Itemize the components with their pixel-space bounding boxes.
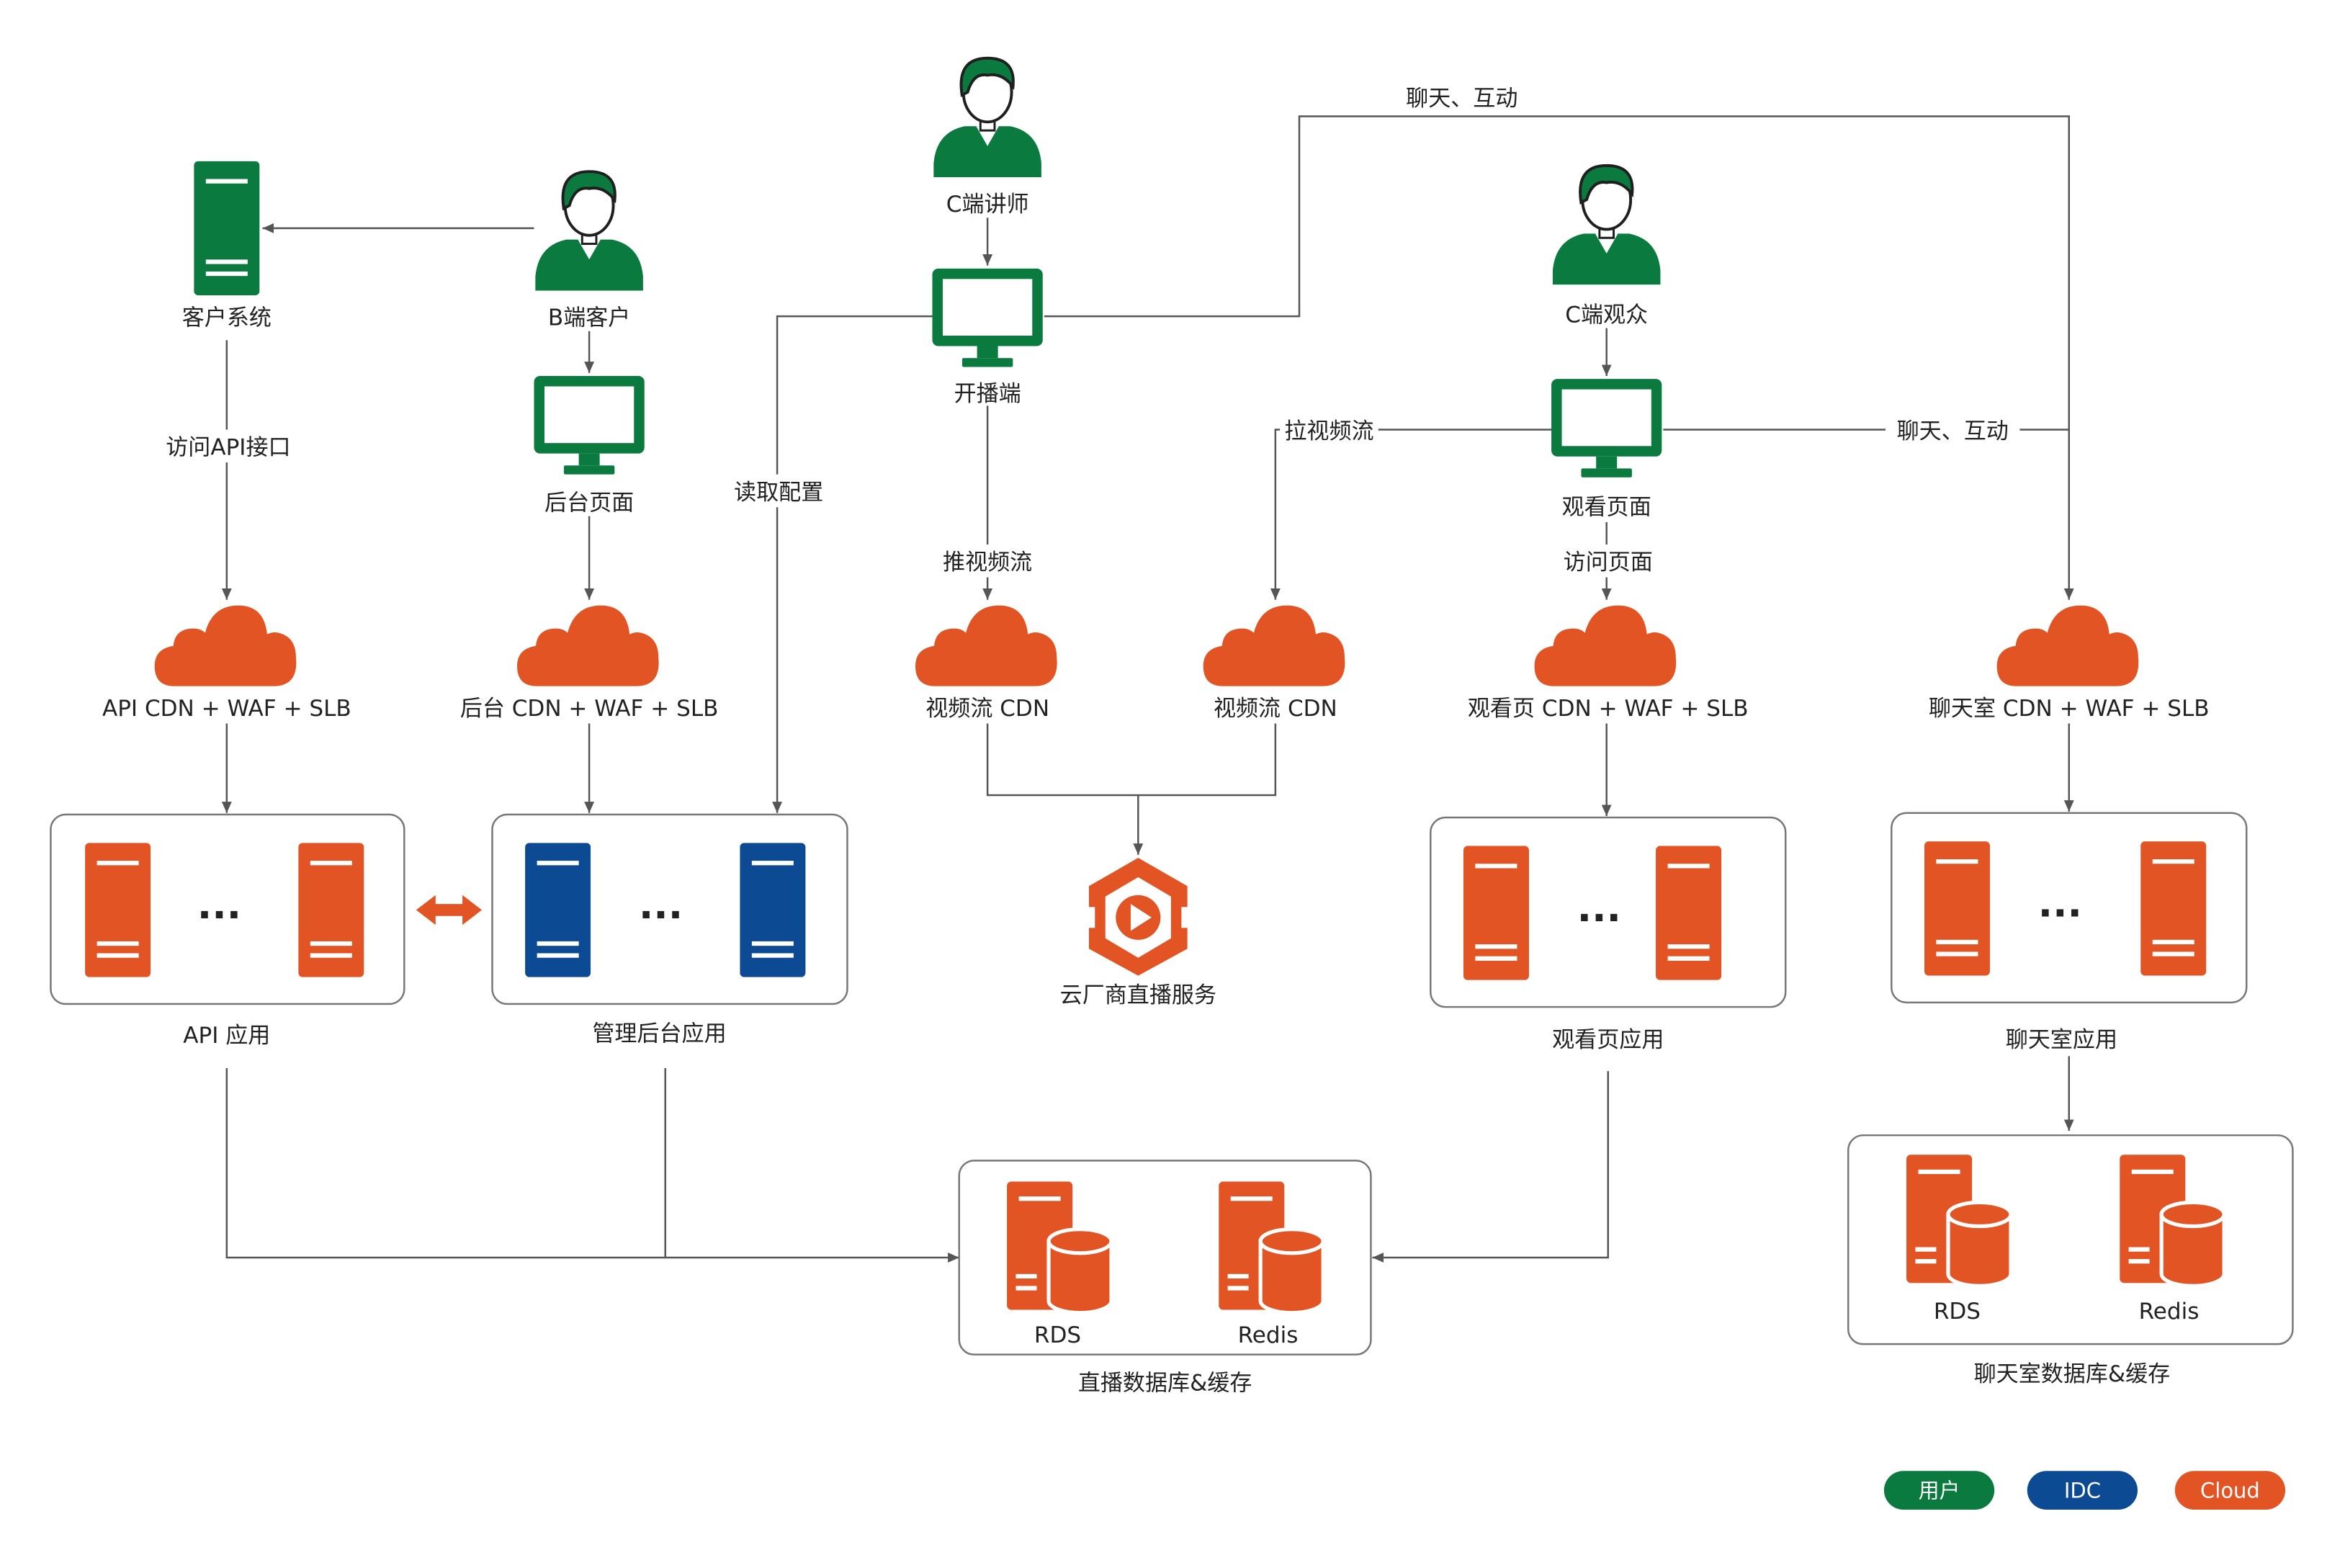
legend-idc-label: IDC bbox=[2064, 1478, 2101, 1502]
server-icon bbox=[1656, 846, 1722, 980]
cloud-icon bbox=[517, 605, 659, 686]
server-icon bbox=[740, 843, 806, 977]
broadcast-client: 开播端 bbox=[932, 268, 1043, 407]
label-read-config: 读取配置 bbox=[734, 480, 823, 506]
db-live-title: 直播数据库&缓存 bbox=[1078, 1370, 1252, 1396]
app-chat: ··· 聊天室应用 bbox=[1891, 812, 2248, 1053]
label-chat-top: 聊天、互动 bbox=[1406, 86, 1517, 112]
edge-watch-app-to-live-db bbox=[1372, 1071, 1609, 1263]
edge-api-app-to-live-db bbox=[225, 1067, 959, 1263]
monitor-icon bbox=[932, 268, 1043, 367]
server-icon bbox=[298, 843, 364, 977]
db-live-rds-label: RDS bbox=[1034, 1322, 1081, 1348]
broadcast-client-label: 开播端 bbox=[954, 381, 1021, 407]
lecturer-label: C端讲师 bbox=[946, 192, 1029, 218]
edge-broadcast-chat bbox=[1044, 115, 2074, 600]
app-api: ··· API 应用 bbox=[50, 813, 405, 1049]
monitor-icon bbox=[534, 375, 645, 475]
server-icon bbox=[1463, 846, 1529, 980]
label-pull-stream: 拉视频流 bbox=[1284, 418, 1373, 444]
cloud-icon bbox=[1203, 605, 1345, 686]
cdn-chat: 聊天室 CDN + WAF + SLB bbox=[1929, 605, 2210, 722]
db-live: RDS Redis 直播数据库&缓存 bbox=[958, 1160, 1372, 1396]
cdn-api: API CDN + WAF + SLB bbox=[102, 605, 351, 722]
double-arrow-icon bbox=[416, 895, 482, 926]
ellipsis: ··· bbox=[1577, 895, 1621, 940]
db-chat: RDS Redis 聊天室数据库&缓存 bbox=[1847, 1134, 2294, 1387]
legend-user-label: 用户 bbox=[1919, 1478, 1960, 1502]
edge-video-cdn-merge bbox=[986, 723, 1277, 797]
b-customer-label: B端客户 bbox=[548, 305, 630, 331]
cloud-icon bbox=[154, 605, 297, 686]
monitor-icon bbox=[1551, 379, 1662, 478]
db-chat-redis-label: Redis bbox=[2139, 1299, 2200, 1325]
legend-cloud-label: Cloud bbox=[2200, 1478, 2260, 1502]
watch-page: 观看页面 bbox=[1551, 379, 1662, 521]
app-watch-label: 观看页应用 bbox=[1552, 1027, 1664, 1053]
backend-page: 后台页面 bbox=[534, 375, 645, 516]
legend: 用户 IDC Cloud bbox=[1883, 1471, 2286, 1510]
legend-user: 用户 bbox=[1883, 1471, 1995, 1510]
cdn-backend: 后台 CDN + WAF + SLB bbox=[460, 605, 719, 722]
label-access-api: 访问API接口 bbox=[166, 435, 290, 461]
app-admin: ··· 管理后台应用 bbox=[491, 813, 848, 1047]
legend-cloud: Cloud bbox=[2174, 1471, 2286, 1510]
cloud-live-service: 云厂商直播服务 bbox=[1060, 857, 1216, 1008]
ellipsis: ··· bbox=[2038, 890, 2082, 936]
db-chat-rds-label: RDS bbox=[1934, 1299, 1981, 1325]
app-chat-label: 聊天室应用 bbox=[2006, 1027, 2117, 1053]
cdn-watch: 观看页 CDN + WAF + SLB bbox=[1468, 605, 1749, 722]
cloud-icon bbox=[1534, 605, 1677, 686]
cdn-watch-label: 观看页 CDN + WAF + SLB bbox=[1468, 696, 1749, 722]
server-icon bbox=[2140, 841, 2207, 976]
cloud-live-service-label: 云厂商直播服务 bbox=[1060, 982, 1216, 1008]
backend-page-label: 后台页面 bbox=[544, 490, 634, 516]
server-icon bbox=[85, 843, 151, 977]
server-icon bbox=[525, 843, 591, 977]
sync-arrow bbox=[416, 895, 482, 926]
live-service-icon bbox=[1082, 857, 1193, 976]
cdn-backend-label: 后台 CDN + WAF + SLB bbox=[460, 696, 719, 722]
label-chat-side: 聊天、互动 bbox=[1897, 418, 2009, 444]
label-push-stream: 推视频流 bbox=[943, 550, 1032, 575]
watch-page-label: 观看页面 bbox=[1562, 495, 1651, 521]
cloud-icon bbox=[1996, 605, 2139, 686]
cdn-video-push: 视频流 CDN bbox=[915, 605, 1057, 722]
cdn-chat-label: 聊天室 CDN + WAF + SLB bbox=[1929, 696, 2210, 722]
server-icon bbox=[1924, 841, 1990, 976]
app-api-label: API 应用 bbox=[183, 1023, 270, 1049]
ellipsis: ··· bbox=[197, 892, 241, 937]
customer-system: 客户系统 bbox=[182, 161, 272, 331]
person-viewer: C端观众 bbox=[1553, 166, 1661, 328]
viewer-label: C端观众 bbox=[1565, 302, 1648, 328]
person-icon bbox=[933, 58, 1041, 177]
edge-broadcast-read-config bbox=[772, 315, 933, 813]
server-icon bbox=[194, 161, 260, 296]
person-lecturer: C端讲师 bbox=[933, 58, 1041, 218]
connectors bbox=[221, 115, 2074, 1263]
cdn-video-pull: 视频流 CDN bbox=[1203, 605, 1345, 722]
ellipsis: ··· bbox=[639, 892, 683, 937]
customer-system-label: 客户系统 bbox=[182, 305, 272, 331]
edge-watch-pull-stream bbox=[1270, 429, 1552, 600]
db-chat-title: 聊天室数据库&缓存 bbox=[1974, 1361, 2171, 1387]
person-icon bbox=[1553, 166, 1661, 285]
cdn-video-pull-label: 视频流 CDN bbox=[1214, 696, 1337, 722]
cdn-api-label: API CDN + WAF + SLB bbox=[102, 696, 351, 722]
person-icon bbox=[535, 171, 643, 290]
label-visit-page: 访问页面 bbox=[1564, 550, 1653, 575]
legend-idc: IDC bbox=[2027, 1471, 2138, 1510]
cdn-video-push-label: 视频流 CDN bbox=[925, 696, 1049, 722]
cloud-icon bbox=[915, 605, 1057, 686]
db-live-redis-label: Redis bbox=[1238, 1322, 1299, 1348]
app-watch: ··· 观看页应用 bbox=[1430, 816, 1787, 1053]
edge-labels: 访问API接口 读取配置 推视频流 拉视频流 访问页面 聊天、互动 聊天、互动 bbox=[156, 81, 2020, 578]
app-admin-label: 管理后台应用 bbox=[592, 1021, 726, 1047]
person-b-customer: B端客户 bbox=[535, 171, 643, 331]
